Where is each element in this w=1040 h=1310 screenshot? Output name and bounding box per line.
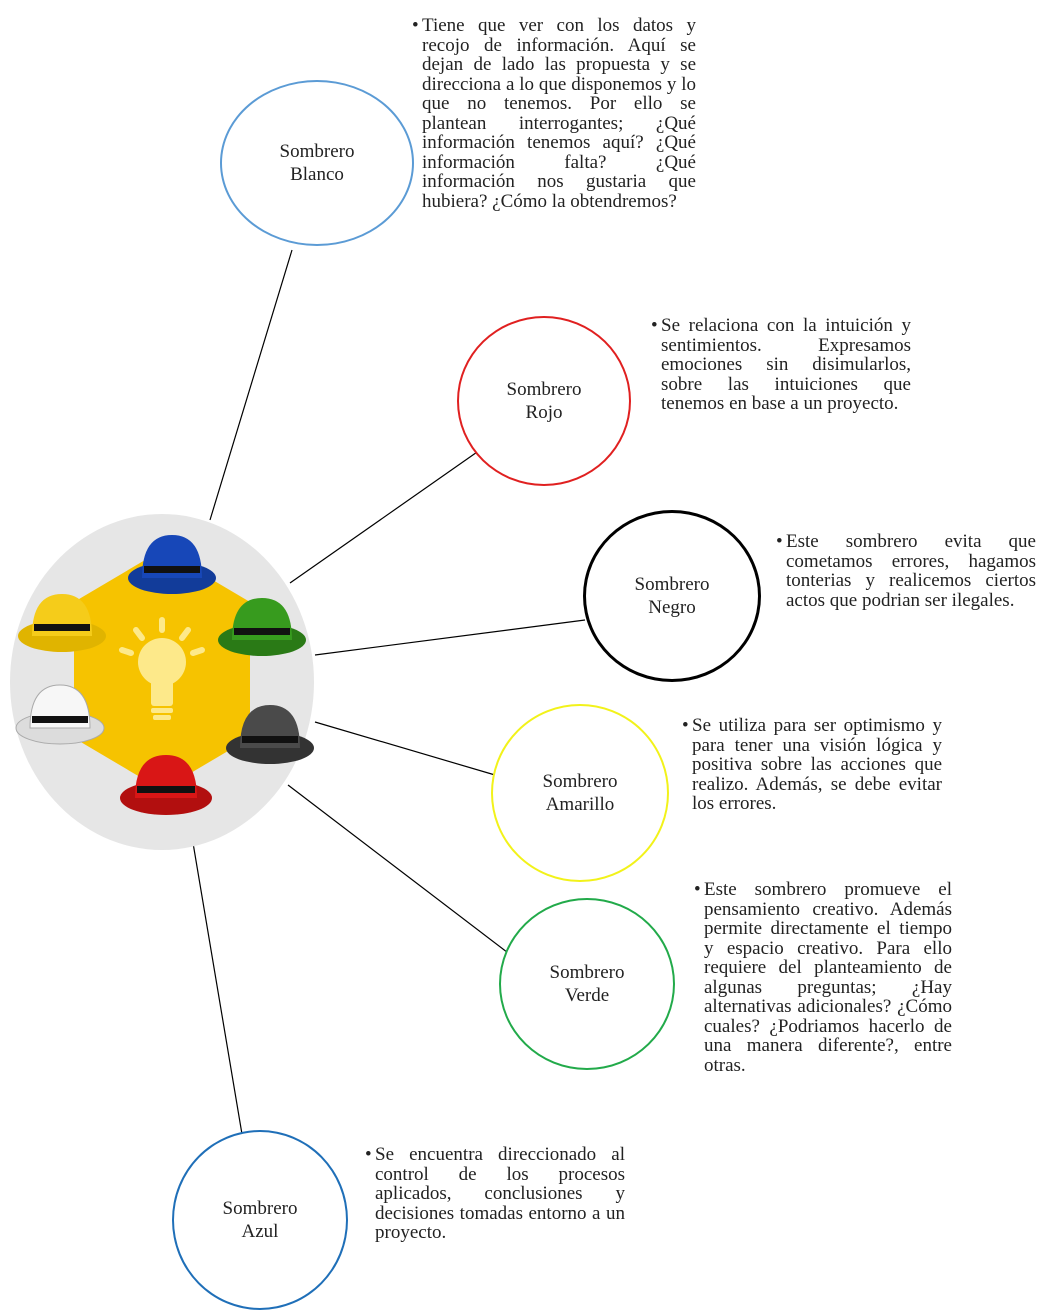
node-label-blanco: Sombrero Blanco [279,141,355,185]
node-sombrero-negro: Sombrero Negro [583,510,761,682]
blue-hat-icon [128,535,216,594]
description-text-amarillo: Se utiliza para ser optimismo y para ten… [692,715,942,814]
node-sombrero-amarillo: Sombrero Amarillo [491,704,669,882]
connector-blanco [209,249,293,521]
node-sombrero-azul: Sombrero Azul [172,1130,348,1310]
white-hat-icon [15,684,105,745]
description-amarillo: • Se utiliza para ser optimismo y para t… [682,715,942,814]
bullet-blanco: • [412,15,419,36]
node-label-verde: Sombrero Verde [549,962,625,1006]
description-rojo: • Se relaciona con la intuición y sentim… [651,315,911,414]
red-hat-icon [120,755,212,815]
bullet-rojo: • [651,315,658,336]
bullet-azul: • [365,1144,372,1165]
connector-azul [189,824,247,1159]
description-negro: • Este sombrero evita que cometamos erro… [776,531,1036,611]
description-text-azul: Se encuentra direccionado al control de … [375,1144,625,1243]
connector-amarillo [314,721,496,776]
node-label-amarillo: Sombrero Amarillo [542,771,618,815]
description-text-rojo: Se relaciona con la intuición y sentimie… [661,315,911,414]
bullet-verde: • [694,879,701,900]
connector-verde [287,784,521,963]
description-text-blanco: Tiene que ver con los datos y recojo de … [422,15,696,212]
hub-image [10,514,314,850]
connector-negro [314,619,586,656]
description-text-verde: Este sombrero promueve el pensamiento cr… [704,879,952,1076]
bullet-amarillo: • [682,715,689,736]
node-sombrero-rojo: Sombrero Rojo [457,316,631,486]
description-text-negro: Este sombrero evita que cometamos errore… [786,531,1036,611]
green-hat-icon [218,598,306,656]
node-label-rojo: Sombrero Rojo [506,379,582,423]
description-verde: • Este sombrero promueve el pensamiento … [694,879,952,1076]
yellow-hat-icon [18,594,106,652]
connectors [189,249,586,1159]
node-sombrero-verde: Sombrero Verde [499,898,675,1070]
node-label-azul: Sombrero Azul [222,1198,298,1242]
bullet-negro: • [776,531,783,552]
description-blanco: • Tiene que ver con los datos y recojo d… [412,15,696,212]
black-hat-icon [226,705,314,764]
lightbulb-icon [119,617,205,720]
node-label-negro: Sombrero Negro [634,574,710,618]
node-sombrero-blanco: Sombrero Blanco [220,80,414,246]
description-azul: • Se encuentra direccionado al control d… [365,1144,625,1243]
connector-rojo [289,449,481,584]
